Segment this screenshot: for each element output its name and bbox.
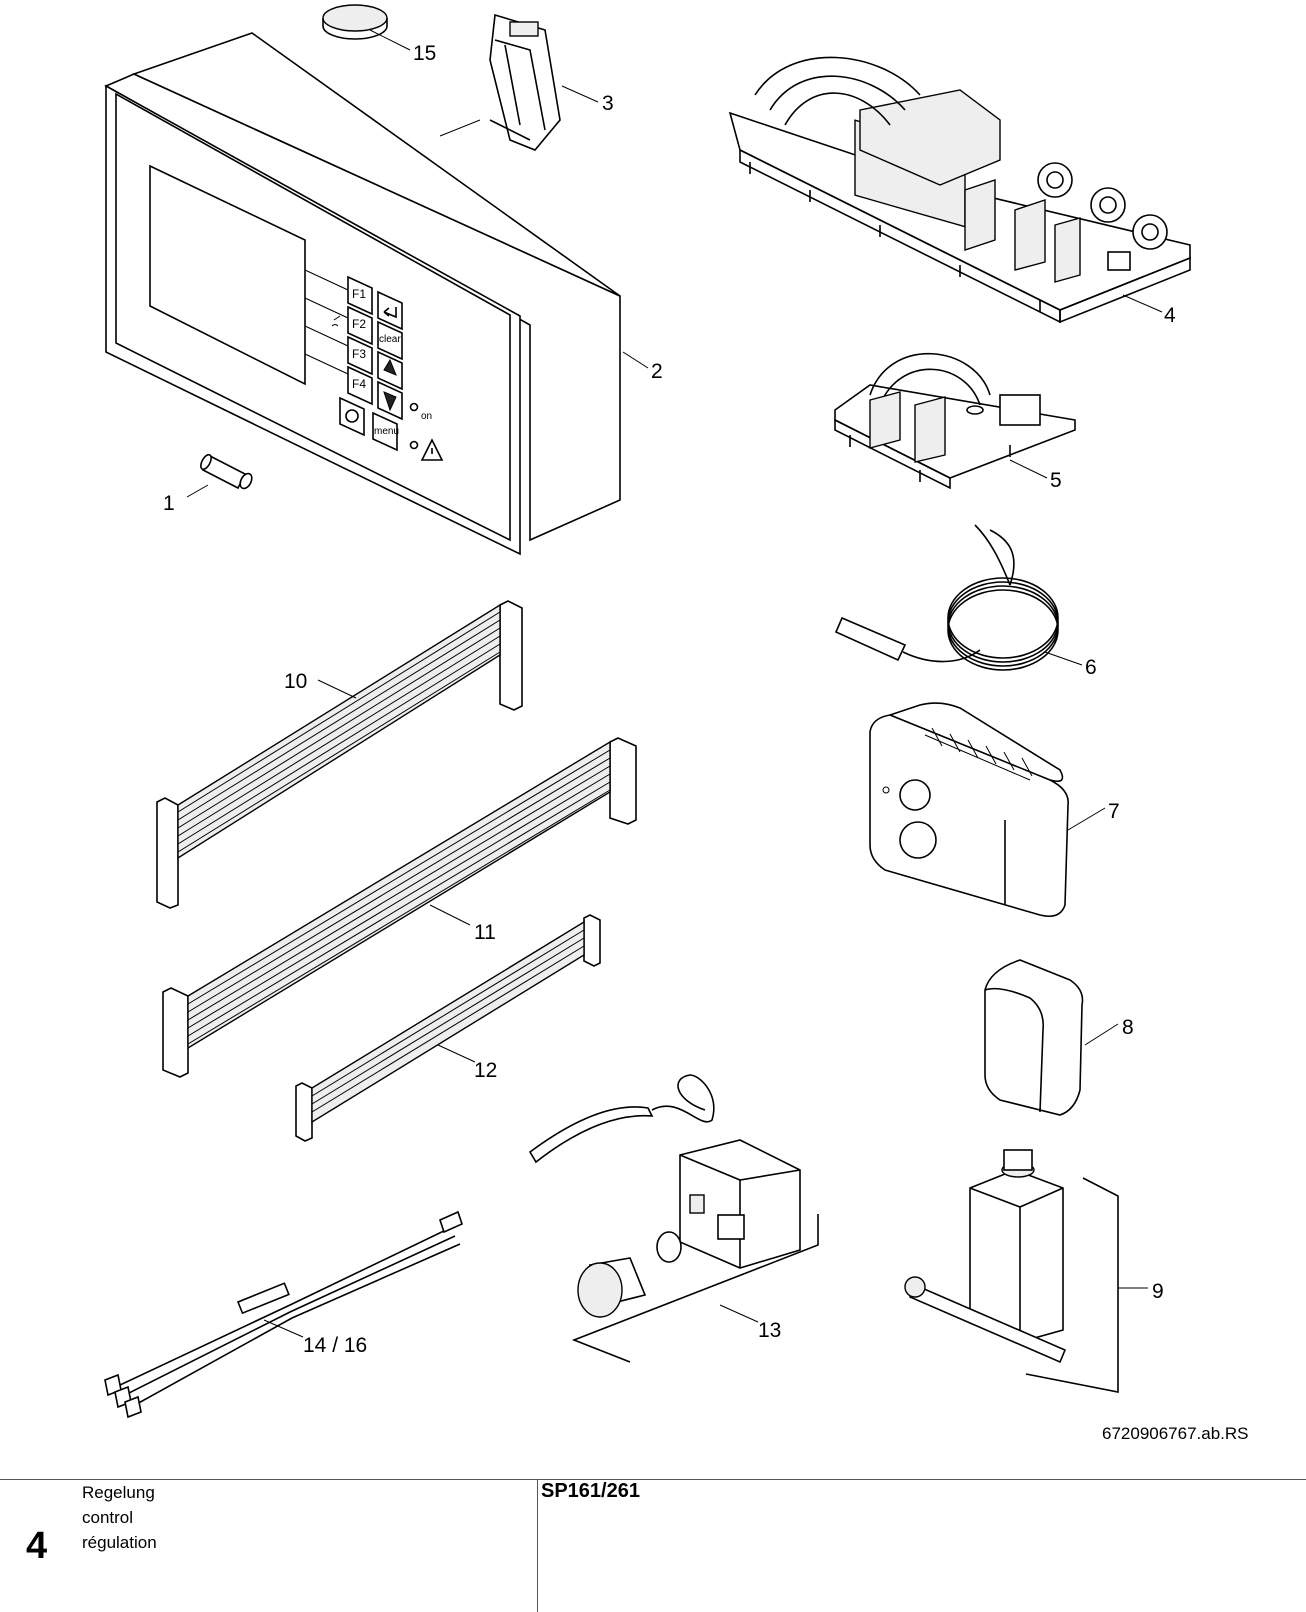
display-window: [149, 164, 306, 386]
callouts: 1 2 3 4 5 6 7 8 9 10 11 12 13 14 / 16 15: [163, 42, 1176, 1357]
footer-divider: [537, 1479, 538, 1612]
callout-8: 8: [1122, 1016, 1134, 1039]
key-power: [339, 396, 365, 437]
thermostat: [528, 1074, 819, 1363]
battery: [322, 4, 388, 40]
keypad: F1 F2 F3 F4 clear menu on: [331, 275, 444, 461]
main-circuit-board: [728, 56, 1191, 324]
callout-15: 15: [413, 42, 436, 65]
sensor-pocket-kit: [904, 1149, 1119, 1393]
callout-11: 11: [474, 921, 496, 944]
callout-12: 12: [474, 1059, 497, 1082]
sensor-leads: [104, 1210, 463, 1419]
section-number: 4: [26, 1525, 48, 1567]
callout-9: 9: [1152, 1280, 1164, 1303]
callout-5: 5: [1050, 469, 1062, 492]
drawing-id: 6720906767.ab.RS: [1102, 1424, 1249, 1443]
key-f1: [347, 275, 373, 316]
section-name-en: control: [82, 1508, 134, 1527]
callout-3: 3: [602, 92, 614, 115]
key-f4: [347, 365, 373, 406]
led-on: [409, 402, 419, 412]
ribbon-cable-12: [295, 914, 601, 1142]
ribbon-cable-11: [162, 737, 637, 1078]
section-name-fr: régulation: [82, 1533, 157, 1552]
temperature-sensor: [834, 524, 1059, 671]
control-unit: F1 F2 F3 F4 clear menu on: [104, 32, 621, 556]
chimney-sweep-icon: [331, 315, 341, 327]
plug-in-module: [439, 13, 561, 151]
key-enter: [377, 290, 403, 331]
callout-1: 1: [163, 492, 175, 515]
callout-10: 10: [284, 670, 307, 693]
cover-cap: [984, 959, 1084, 1116]
key-f4-label: F4: [352, 377, 366, 391]
callout-13: 13: [758, 1319, 781, 1342]
leader-lines: [186, 29, 1163, 1338]
section-names: Regelung control régulation: [82, 1480, 157, 1555]
key-f2: [347, 305, 373, 346]
arrow-up-icon: [383, 358, 397, 376]
key-menu-label: menu: [374, 426, 399, 437]
section-name-de: Regelung: [82, 1483, 155, 1502]
callout-2: 2: [651, 360, 663, 383]
exploded-parts-drawing: F1 F2 F3 F4 clear menu on: [104, 4, 1191, 1419]
key-clear: [377, 320, 403, 361]
callout-7: 7: [1108, 800, 1120, 823]
enter-icon: [383, 307, 397, 319]
callout-4: 4: [1164, 304, 1176, 327]
fuse: [200, 453, 253, 490]
callout-6: 6: [1085, 656, 1097, 679]
footer-rule: [0, 1479, 1306, 1480]
callout-14-16: 14 / 16: [303, 1334, 367, 1357]
key-menu: [372, 411, 398, 452]
model-name: SP161/261: [541, 1480, 640, 1502]
key-f3-label: F3: [352, 347, 366, 361]
warning-icon: [420, 438, 444, 461]
key-f1-label: F1: [352, 287, 366, 301]
power-icon: [345, 409, 359, 423]
led-on-label: on: [421, 411, 432, 422]
arrow-down-icon: [383, 391, 397, 412]
key-f3: [347, 335, 373, 376]
key-f2-label: F2: [352, 317, 366, 331]
ribbon-cable-10: [156, 600, 523, 909]
room-controller: [869, 702, 1069, 918]
key-clear-label: clear: [379, 334, 401, 345]
led-fault: [409, 440, 419, 450]
small-circuit-board: [834, 352, 1076, 490]
